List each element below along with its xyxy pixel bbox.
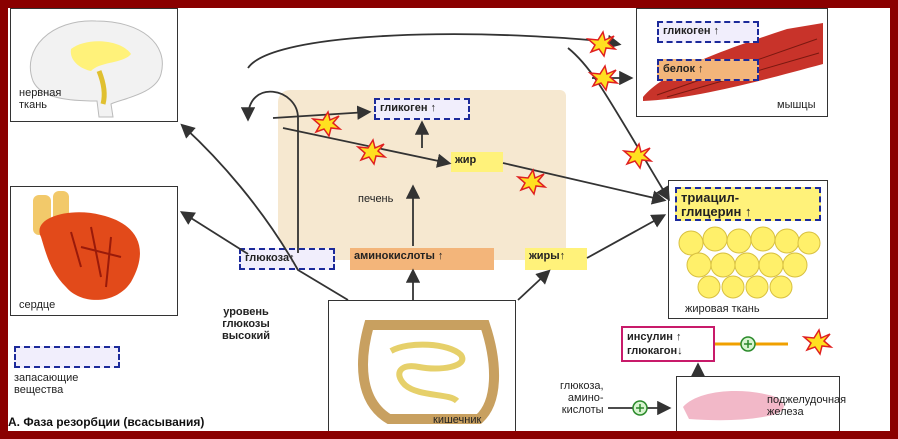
diagram-canvas: нервная ткань сердце гликоген ↑ белок ↑ … <box>8 8 890 431</box>
arrow-gut-to-fats <box>518 272 548 300</box>
arrow-to-brain <box>183 126 348 300</box>
arrow-to-adipose <box>568 48 668 198</box>
arrow-to-heart <box>183 213 248 254</box>
arrow-to-muscle-glycogen <box>248 34 618 68</box>
arrows-layer <box>8 8 890 431</box>
plus-circle-icon <box>741 337 755 351</box>
starburst-icon <box>804 330 831 354</box>
plus-circle-icon <box>633 401 647 415</box>
arrow-fats-to-tg <box>587 216 663 258</box>
starburst-icon <box>518 170 545 194</box>
arrow-to-glycogen <box>273 112 368 118</box>
starburst-icon <box>358 140 385 164</box>
starburst-icons <box>313 32 831 354</box>
starburst-icon <box>588 32 615 56</box>
